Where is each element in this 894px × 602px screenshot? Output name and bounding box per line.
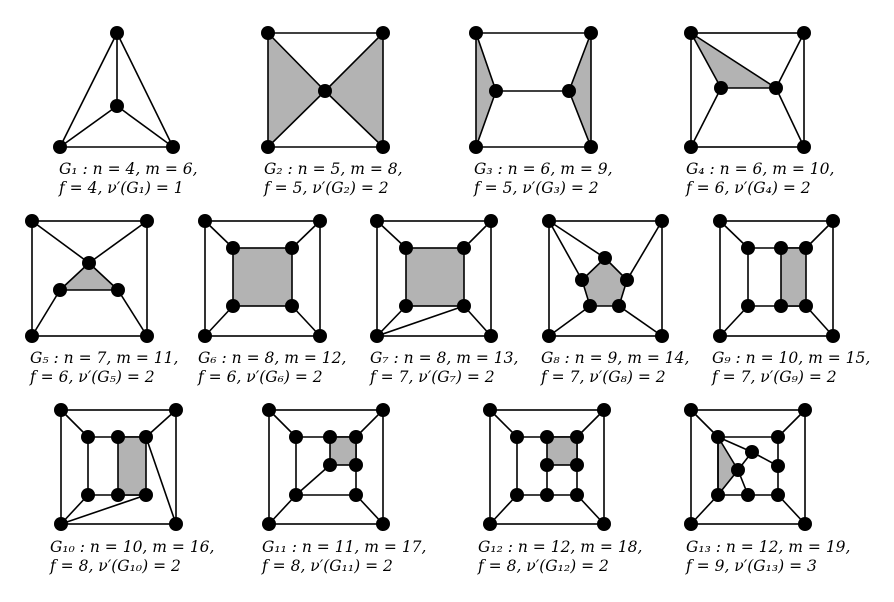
graph-g9 [713, 214, 840, 343]
graph-g2 [261, 26, 390, 154]
graph-g12 [483, 403, 611, 531]
caption-g10-line1: G₁₀ : n = 10, m = 16, [50, 538, 215, 556]
caption-g13: G₁₃ : n = 12, m = 19, f = 9, ν′(G₁₃) = 3 [686, 538, 850, 576]
caption-g7-line2: f = 7, ν′(G₇) = 2 [370, 368, 495, 386]
caption-g1: G₁ : n = 4, m = 6, f = 4, ν′(G₁) = 1 [59, 160, 198, 198]
caption-g8-line1: G₈ : n = 9, m = 14, [541, 349, 690, 367]
caption-g12-line2: f = 8, ν′(G₁₂) = 2 [478, 557, 609, 575]
caption-g7: G₇ : n = 8, m = 13, f = 7, ν′(G₇) = 2 [370, 349, 518, 387]
caption-g3: G₃ : n = 6, m = 9, f = 5, ν′(G₃) = 2 [474, 160, 613, 198]
caption-g11-line1: G₁₁ : n = 11, m = 17, [262, 538, 427, 556]
caption-g13-line1: G₁₃ : n = 12, m = 19, [686, 538, 851, 556]
caption-g10: G₁₀ : n = 10, m = 16, f = 8, ν′(G₁₀) = 2 [50, 538, 214, 576]
caption-g6-line2: f = 6, ν′(G₆) = 2 [198, 368, 323, 386]
caption-g2-line2: f = 5, ν′(G₂) = 2 [264, 179, 389, 197]
caption-g5: G₅ : n = 7, m = 11, f = 6, ν′(G₅) = 2 [30, 349, 178, 387]
caption-g6: G₆ : n = 8, m = 12, f = 6, ν′(G₆) = 2 [198, 349, 346, 387]
caption-g3-line1: G₃ : n = 6, m = 9, [474, 160, 613, 178]
caption-g1-line2: f = 4, ν′(G₁) = 1 [59, 179, 184, 197]
caption-g11: G₁₁ : n = 11, m = 17, f = 8, ν′(G₁₁) = 2 [262, 538, 426, 576]
caption-g9: G₉ : n = 10, m = 15, f = 7, ν′(G₉) = 2 [712, 349, 870, 387]
caption-g6-line1: G₆ : n = 8, m = 12, [198, 349, 347, 367]
caption-g3-line2: f = 5, ν′(G₃) = 2 [474, 179, 599, 197]
graph-g13 [684, 403, 812, 531]
graph-g6 [198, 214, 327, 343]
caption-g9-line2: f = 7, ν′(G₉) = 2 [712, 368, 837, 386]
caption-g9-line1: G₉ : n = 10, m = 15, [712, 349, 871, 367]
caption-g4-line2: f = 6, ν′(G₄) = 2 [686, 179, 811, 197]
caption-g4-line1: G₄ : n = 6, m = 10, [686, 160, 835, 178]
caption-g11-line2: f = 8, ν′(G₁₁) = 2 [262, 557, 393, 575]
graph-g11 [262, 403, 390, 531]
graph-g7 [370, 214, 498, 343]
caption-g8-line2: f = 7, ν′(G₈) = 2 [541, 368, 666, 386]
graph-g8 [542, 214, 669, 343]
caption-g13-line2: f = 9, ν′(G₁₃) = 3 [686, 557, 817, 575]
caption-g5-line1: G₅ : n = 7, m = 11, [30, 349, 179, 367]
caption-g4: G₄ : n = 6, m = 10, f = 6, ν′(G₄) = 2 [686, 160, 834, 198]
caption-g12-line1: G₁₂ : n = 12, m = 18, [478, 538, 643, 556]
graph-g4 [684, 26, 811, 154]
graph-g3 [469, 26, 598, 154]
caption-g12: G₁₂ : n = 12, m = 18, f = 8, ν′(G₁₂) = 2 [478, 538, 642, 576]
graph-g1 [53, 26, 180, 154]
graph-g10 [54, 403, 183, 531]
caption-g10-line2: f = 8, ν′(G₁₀) = 2 [50, 557, 181, 575]
caption-g1-line1: G₁ : n = 4, m = 6, [59, 160, 198, 178]
caption-g8: G₈ : n = 9, m = 14, f = 7, ν′(G₈) = 2 [541, 349, 689, 387]
graph-g5 [25, 214, 154, 343]
caption-g2: G₂ : n = 5, m = 8, f = 5, ν′(G₂) = 2 [264, 160, 403, 198]
caption-g2-line1: G₂ : n = 5, m = 8, [264, 160, 403, 178]
caption-g7-line1: G₇ : n = 8, m = 13, [370, 349, 519, 367]
caption-g5-line2: f = 6, ν′(G₅) = 2 [30, 368, 155, 386]
